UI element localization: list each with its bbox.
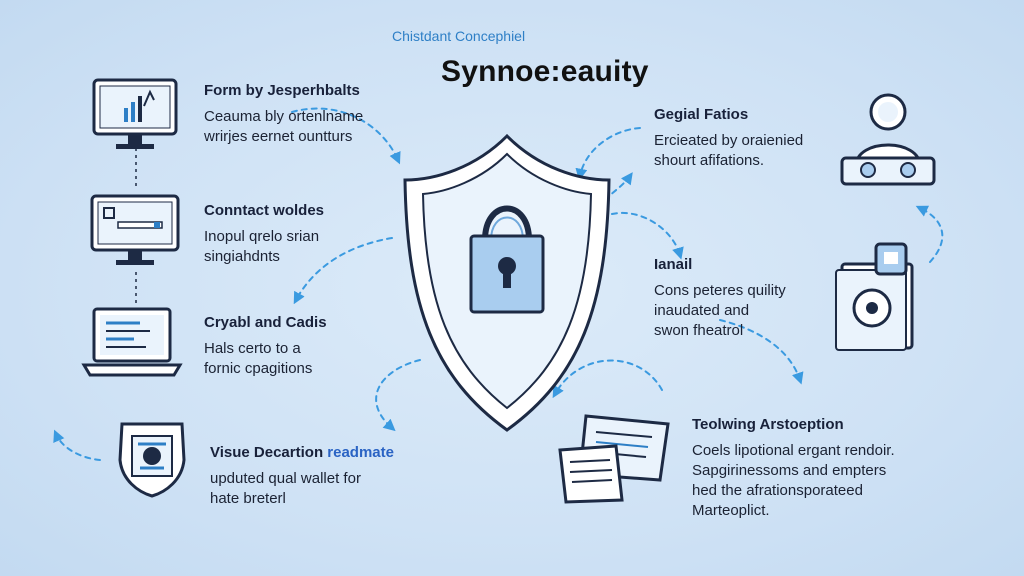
arrow-right-icons <box>915 205 944 263</box>
arrow-far-left <box>53 429 101 461</box>
block-line: Ercieated by oraienied <box>654 132 804 149</box>
monitor-chart-icon <box>90 76 180 156</box>
block-line: Ceauma bly ortenlname <box>204 108 364 125</box>
right-block-2: Ianail Cons peteres quility inaudated an… <box>654 256 786 341</box>
block-heading-accent: readmate <box>327 444 394 461</box>
right-block-3: Teolwing Arstoeption Coels lipotional er… <box>692 416 895 521</box>
page-title: Synnoe:eauity <box>441 55 649 88</box>
person-desk-icon <box>836 88 940 192</box>
block-line: inaudated and <box>654 302 750 319</box>
shield-badge-icon <box>102 416 202 500</box>
block-heading: Form by Jesperhbalts <box>204 82 360 99</box>
block-line: Hals certo to a <box>204 340 301 357</box>
arrow-left-mid <box>293 237 393 305</box>
block-line: singiahdnts <box>204 248 280 265</box>
left-block-2: Conntact woldes Inopul qrelo srian singi… <box>204 202 324 267</box>
left-block-1: Form by Jesperhbalts Ceauma bly ortenlna… <box>204 82 363 147</box>
arrow-right-mid <box>611 211 684 260</box>
arrow-lower-right <box>552 359 663 399</box>
block-line: Coels lipotional ergant rendoir. <box>692 442 895 459</box>
block-heading: Teolwing Arstoeption <box>692 416 844 433</box>
monitor-form-icon <box>88 192 184 272</box>
right-block-1: Gegial Fatios Ercieated by oraienied sho… <box>654 106 803 171</box>
header-subtitle: Chistdant Concephiel <box>392 28 526 44</box>
block-line: Inopul qrelo srian <box>204 228 320 245</box>
block-line: hate breterl <box>210 490 286 507</box>
block-line: swon fheatrol <box>654 322 744 339</box>
block-line: Sapgirinessoms and empters <box>692 462 887 479</box>
arrow-top-left <box>291 107 401 165</box>
arrow-top-right <box>575 127 641 181</box>
block-heading: Conntact woldes <box>204 202 325 219</box>
arrow-lower-left <box>375 359 421 432</box>
block-line: shourt afifations. <box>654 152 765 169</box>
document-disc-icon <box>832 240 924 354</box>
block-line: Cons peteres quility <box>654 282 786 299</box>
arrow-right-lower <box>719 319 804 385</box>
left-block-3: Cryabl and Cadis Hals certo to a fornic … <box>204 314 327 379</box>
left-block-4: Visue Decartion readmate upduted qual wa… <box>210 444 394 509</box>
laptop-code-icon <box>80 305 184 381</box>
block-line: upduted qual wallet for <box>210 470 361 487</box>
block-line: hed the afrationsporateed <box>692 482 863 499</box>
block-heading: Visue Decartion <box>210 444 324 461</box>
block-line: Marteoplict. <box>692 502 770 519</box>
block-heading: Ianail <box>654 256 693 273</box>
documents-stack-icon <box>556 410 672 506</box>
block-line: wrirjes eernet ountturs <box>204 128 353 145</box>
block-line: fornic cpagitions <box>204 360 313 377</box>
block-heading: Cryabl and Cadis <box>204 314 327 331</box>
block-heading: Gegial Fatios <box>654 106 749 123</box>
shield-lock-icon <box>395 128 619 438</box>
